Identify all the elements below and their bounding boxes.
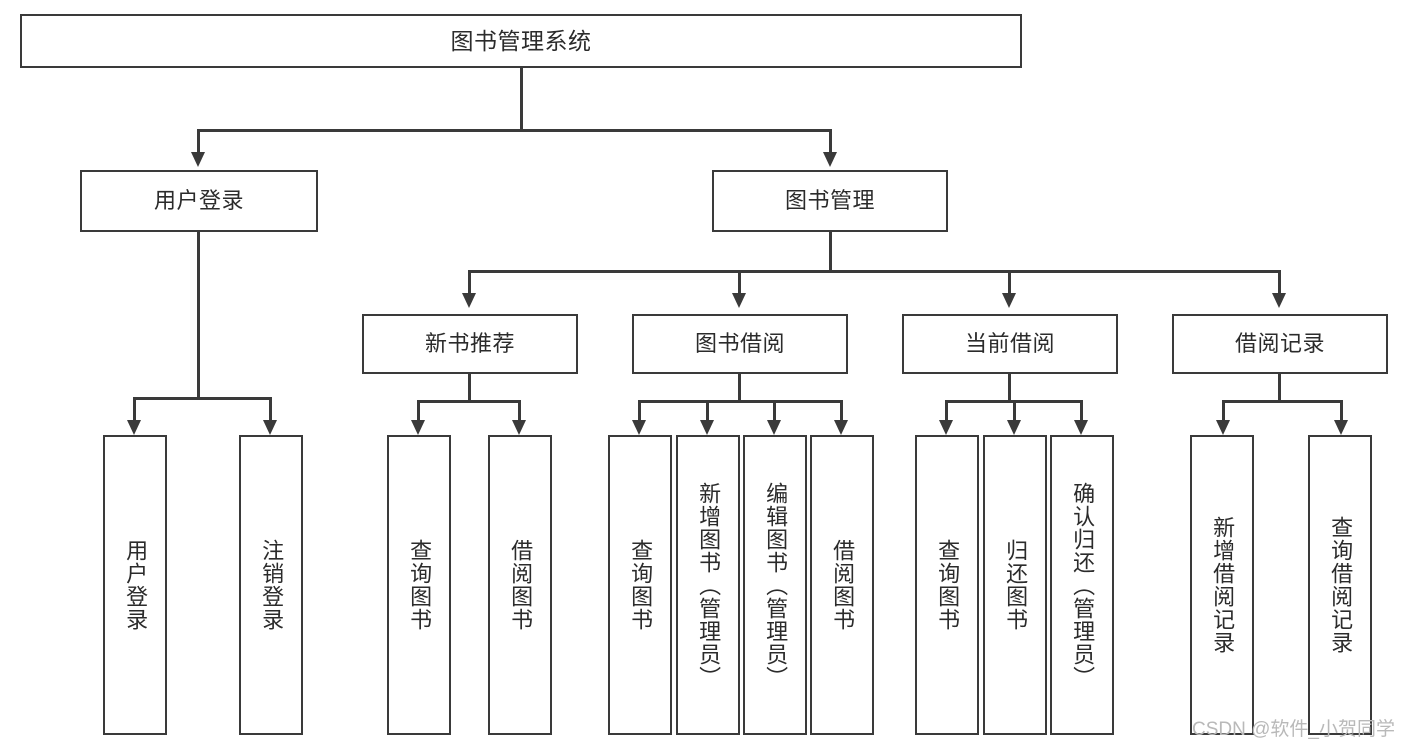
watermark-text: CSDN @软件_小贺同学 [1192,719,1395,740]
arrowhead-leaf-br-2 [1334,420,1348,435]
node-label: 新增借阅记录 [1210,516,1236,654]
arrowhead-leaf-cb-2 [1007,420,1021,435]
leaf-user-logout[interactable]: 注销登录 [239,435,303,735]
connector-drop-leaf-bb-2 [706,400,709,421]
arrowhead-borrow-record [1272,293,1286,308]
arrowhead-leaf-bb-1 [632,420,646,435]
connector-book-manage-bus [468,270,1280,273]
connector-borrow-record-stem [1278,374,1281,402]
node-label: 新书推荐 [424,331,515,356]
leaf-query-record[interactable]: 查询借阅记录 [1308,435,1372,735]
connector-drop-leaf-bb-4 [840,400,843,421]
connector-drop-current-borrow [1008,270,1011,294]
node-label: 用户登录 [123,539,149,631]
connector-drop-borrow-record [1278,270,1281,294]
node-label: 注销登录 [259,539,285,631]
connector-drop-leaf-user-login [133,397,136,421]
connector-drop-book-borrow [738,270,741,294]
node-label: 当前借阅 [964,331,1055,356]
connector-root-bus [197,129,831,132]
arrowhead-leaf-user-logout [263,420,277,435]
connector-user-login-stem [197,232,200,399]
connector-borrow-record-bus [1222,400,1342,403]
connector-new-book-bus [417,400,520,403]
arrowhead-leaf-nb-2 [512,420,526,435]
connector-book-manage-stem [829,232,832,272]
node-book-management[interactable]: 图书管理 [712,170,948,232]
leaf-add-book[interactable]: 新增图书（管理员） [676,435,740,735]
leaf-edit-book[interactable]: 编辑图书（管理员） [743,435,807,735]
node-borrow-record[interactable]: 借阅记录 [1172,314,1388,374]
leaf-return-book[interactable]: 归还图书 [983,435,1047,735]
leaf-query-book-2[interactable]: 查询图书 [608,435,672,735]
node-root-book-management-system[interactable]: 图书管理系统 [20,14,1022,68]
arrowhead-leaf-bb-3 [767,420,781,435]
connector-drop-leaf-br-2 [1340,400,1343,421]
node-label: 图书借阅 [694,331,785,356]
connector-drop-leaf-cb-1 [945,400,948,421]
arrowhead-user-login [191,152,205,167]
arrowhead-book-borrow [732,293,746,308]
leaf-user-login[interactable]: 用户登录 [103,435,167,735]
node-label: 查询图书 [935,539,961,631]
connector-drop-leaf-bb-3 [773,400,776,421]
connector-book-borrow-bus [638,400,842,403]
leaf-query-book-3[interactable]: 查询图书 [915,435,979,735]
node-label: 查询图书 [628,539,654,631]
node-label: 图书管理 [784,188,875,213]
arrowhead-leaf-nb-1 [411,420,425,435]
leaf-confirm-return[interactable]: 确认归还（管理员） [1050,435,1114,735]
connector-drop-leaf-br-1 [1222,400,1225,421]
node-book-borrow[interactable]: 图书借阅 [632,314,848,374]
arrowhead-leaf-user-login [127,420,141,435]
connector-user-login-bus [133,397,271,400]
node-label: 图书管理系统 [450,27,592,54]
connector-drop-leaf-bb-1 [638,400,641,421]
arrowhead-book-manage [823,152,837,167]
leaf-add-record[interactable]: 新增借阅记录 [1190,435,1254,735]
node-user-login[interactable]: 用户登录 [80,170,318,232]
node-label: 确认归还（管理员） [1070,481,1096,689]
connector-drop-leaf-nb-2 [518,400,521,421]
node-label: 用户登录 [153,188,244,213]
node-label: 借阅图书 [508,539,534,631]
node-label: 借阅图书 [830,539,856,631]
connector-book-borrow-stem [738,374,741,402]
arrowhead-leaf-cb-1 [939,420,953,435]
arrowhead-leaf-bb-4 [834,420,848,435]
node-current-borrow[interactable]: 当前借阅 [902,314,1118,374]
leaf-borrow-book-2[interactable]: 借阅图书 [810,435,874,735]
connector-drop-leaf-nb-1 [417,400,420,421]
node-label: 借阅记录 [1234,331,1325,356]
connector-drop-new-book [468,270,471,294]
leaf-borrow-book-1[interactable]: 借阅图书 [488,435,552,735]
arrowhead-leaf-cb-3 [1074,420,1088,435]
leaf-query-book-1[interactable]: 查询图书 [387,435,451,735]
connector-drop-leaf-user-logout [269,397,272,421]
connector-drop-leaf-cb-2 [1013,400,1016,421]
node-label: 编辑图书（管理员） [763,481,789,689]
node-label: 查询借阅记录 [1328,516,1354,654]
node-label: 新增图书（管理员） [696,481,722,689]
connector-drop-book-manage [829,129,832,153]
connector-root-stem [520,68,523,131]
arrowhead-leaf-bb-2 [700,420,714,435]
node-label: 查询图书 [407,539,433,631]
connector-drop-user-login [197,129,200,153]
arrowhead-current-borrow [1002,293,1016,308]
connector-drop-leaf-cb-3 [1080,400,1083,421]
connector-new-book-stem [468,374,471,402]
arrowhead-leaf-br-1 [1216,420,1230,435]
node-new-book-recommend[interactable]: 新书推荐 [362,314,578,374]
arrowhead-new-book [462,293,476,308]
node-label: 归还图书 [1003,539,1029,631]
connector-current-borrow-stem [1008,374,1011,402]
